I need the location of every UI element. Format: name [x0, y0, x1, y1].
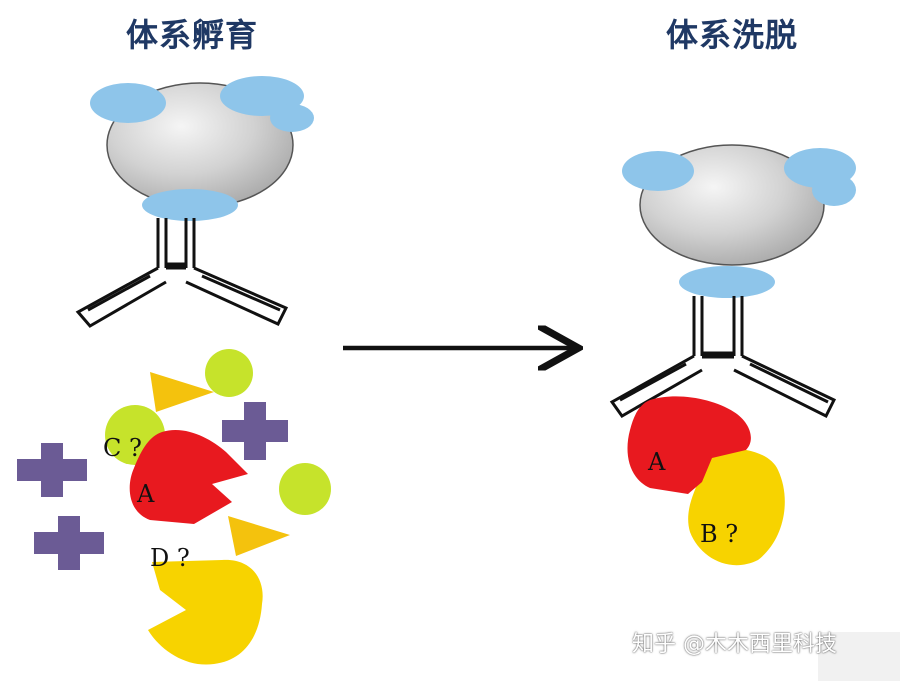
protein-g-right-1	[622, 151, 694, 191]
label-a-left: A	[136, 480, 155, 508]
cross-protein-2	[17, 443, 87, 497]
label-c: C ?	[103, 434, 142, 462]
elution-panel: A B ?	[609, 144, 856, 566]
target-protein-a-left	[129, 430, 248, 524]
watermark: 知乎 @木木西里科技	[632, 632, 837, 657]
target-protein-a-right	[627, 396, 751, 494]
protein-g-right-3	[812, 174, 856, 206]
corner-patch	[818, 632, 900, 681]
protein-g-left-4	[142, 189, 238, 221]
protein-g-right-4	[679, 266, 775, 298]
label-a-right: A	[647, 448, 666, 476]
antibody-left	[75, 218, 289, 328]
cross-protein-1	[222, 402, 288, 460]
protein-b	[688, 448, 785, 566]
label-b: B ?	[700, 520, 738, 548]
protein-g-left-1	[90, 83, 166, 123]
protein-c-3	[279, 463, 331, 515]
incubation-panel: C ? A D ?	[17, 76, 331, 665]
antibody-right	[609, 296, 837, 419]
elution-title: 体系洗脱	[666, 16, 799, 54]
incubation-title: 体系孵育	[126, 16, 259, 54]
protein-d	[148, 559, 263, 665]
protein-triangle-2	[228, 516, 290, 556]
protein-triangle-1	[150, 372, 214, 412]
protein-g-left-3	[270, 104, 314, 132]
label-d: D ?	[150, 544, 190, 572]
protein-c-1	[205, 349, 253, 397]
cross-protein-3	[34, 516, 104, 570]
